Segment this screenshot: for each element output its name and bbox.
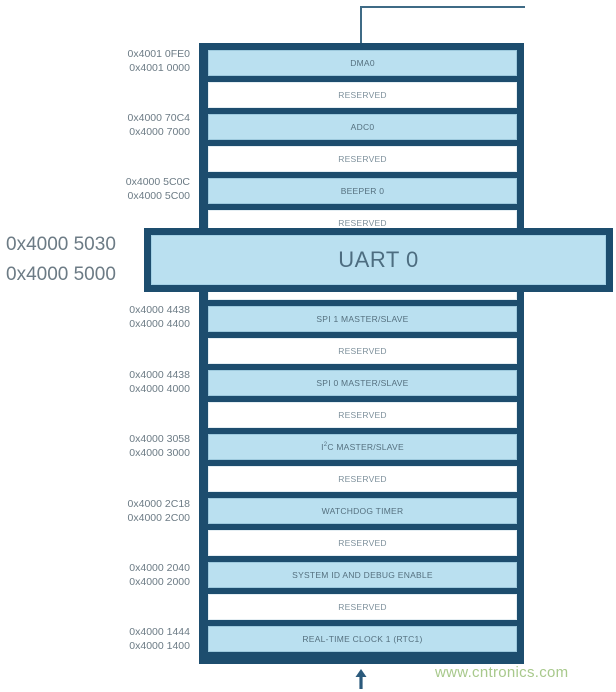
memory-row-label: WATCHDOG TIMER	[321, 506, 404, 516]
memory-row-label: SPI 1 MASTER/SLAVE	[316, 314, 409, 324]
uart0-callout-inner: UART 0	[151, 235, 606, 285]
memory-row: RESERVED	[208, 338, 517, 364]
address-bottom: 0x4000 5C00	[127, 190, 190, 202]
address-bottom: 0x4000 7000	[129, 126, 190, 138]
leader-line-horizontal	[360, 6, 525, 8]
address-bottom: 0x4000 4000	[129, 383, 190, 395]
address-label-group: 0x4001 0FE0 0x4001 0000	[110, 47, 190, 75]
memory-row: RESERVED	[208, 402, 517, 428]
address-label-group: 0x4000 3058 0x4000 3000	[110, 432, 190, 460]
callout-address-bottom: 0x4000 5000	[6, 264, 116, 285]
memory-row-label: RESERVED	[338, 538, 387, 548]
callout-address-top: 0x4000 5030	[6, 234, 116, 255]
watermark-text: www.cntronics.com	[435, 664, 569, 681]
uart0-callout-label: UART 0	[338, 247, 419, 272]
address-top: 0x4000 2040	[129, 562, 190, 574]
address-label-group: 0x4000 4438 0x4000 4000	[110, 368, 190, 396]
leader-line-vertical	[360, 6, 362, 44]
bottom-arrow-up-icon	[355, 669, 367, 689]
address-bottom: 0x4000 4400	[129, 318, 190, 330]
memory-row: SPI 0 MASTER/SLAVE	[208, 370, 517, 396]
memory-row-label: RESERVED	[338, 410, 387, 420]
address-bottom: 0x4000 2C00	[127, 512, 190, 524]
memory-row: I2C MASTER/SLAVE	[208, 434, 517, 460]
address-label-group: 0x4000 1444 0x4000 1400	[110, 625, 190, 653]
memory-row: SPI 1 MASTER/SLAVE	[208, 306, 517, 332]
address-bottom: 0x4001 0000	[129, 62, 190, 74]
memory-row-label: RESERVED	[338, 90, 387, 100]
memory-row: ADC0	[208, 114, 517, 140]
memory-row: SYSTEM ID AND DEBUG ENABLE	[208, 562, 517, 588]
memory-row-label: RESERVED	[338, 154, 387, 164]
address-top: 0x4000 1444	[129, 626, 190, 638]
memory-row: RESERVED	[208, 82, 517, 108]
memory-row-label: SPI 0 MASTER/SLAVE	[316, 378, 409, 388]
memory-row-label: RESERVED	[338, 602, 387, 612]
memory-row-label: SYSTEM ID AND DEBUG ENABLE	[292, 570, 433, 580]
address-label-group: 0x4000 5C0C 0x4000 5C00	[110, 175, 190, 203]
address-label-group: 0x4000 2040 0x4000 2000	[110, 561, 190, 589]
memory-row: REAL-TIME CLOCK 1 (RTC1)	[208, 626, 517, 652]
address-bottom: 0x4000 2000	[129, 576, 190, 588]
address-top: 0x4000 5C0C	[125, 176, 190, 188]
uart0-callout-box: UART 0	[144, 228, 613, 292]
callout-address-group: 0x4000 5030 0x4000 5000	[6, 230, 136, 290]
memory-row-label: REAL-TIME CLOCK 1 (RTC1)	[302, 634, 423, 644]
memory-row: WATCHDOG TIMER	[208, 498, 517, 524]
address-top: 0x4000 70C4	[127, 112, 190, 124]
address-top: 0x4000 3058	[129, 433, 190, 445]
memory-row-label: RESERVED	[338, 346, 387, 356]
memory-row: RESERVED	[208, 530, 517, 556]
address-top: 0x4000 2C18	[127, 498, 190, 510]
memory-row: RESERVED	[208, 466, 517, 492]
memory-row: BEEPER 0	[208, 178, 517, 204]
memory-row: RESERVED	[208, 146, 517, 172]
address-bottom: 0x4000 3000	[129, 447, 190, 459]
address-label-group: 0x4000 70C4 0x4000 7000	[110, 111, 190, 139]
address-label-group: 0x4000 4438 0x4000 4400	[110, 303, 190, 331]
memory-row: RESERVED	[208, 594, 517, 620]
address-label-group: 0x4000 2C18 0x4000 2C00	[110, 497, 190, 525]
memory-row: DMA0	[208, 50, 517, 76]
memory-row-label: RESERVED	[338, 474, 387, 484]
address-top: 0x4000 4438	[129, 369, 190, 381]
address-top: 0x4001 0FE0	[127, 48, 190, 60]
address-top: 0x4000 4438	[129, 304, 190, 316]
memory-row-label: I2C MASTER/SLAVE	[321, 442, 404, 452]
memory-row-label: BEEPER 0	[340, 186, 385, 196]
memory-row-label: ADC0	[350, 122, 375, 132]
address-bottom: 0x4000 1400	[129, 640, 190, 652]
memory-row-label: DMA0	[350, 58, 375, 68]
memory-row-label: RESERVED	[338, 218, 387, 228]
